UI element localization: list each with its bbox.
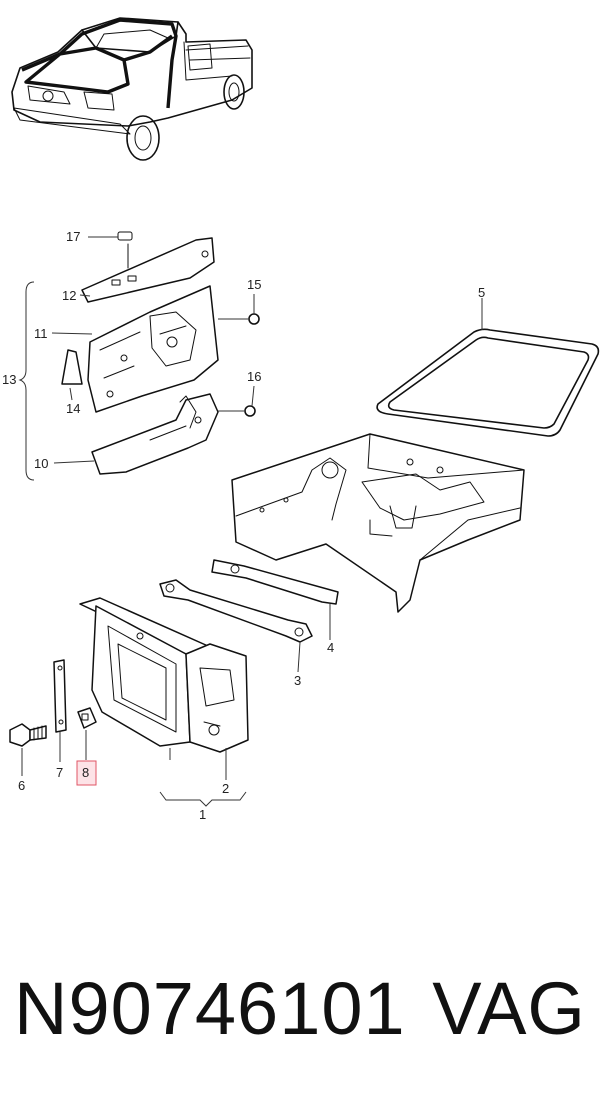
callout-labels: 17 12 11 13 14 10 15 16 5 4 3 2 1 6 7 8 [2, 229, 485, 822]
callout-10: 10 [34, 456, 48, 471]
front-body-floor [231, 433, 525, 613]
fastener-parts [9, 659, 97, 747]
part-number: N90746101 [14, 967, 406, 1050]
brand-label: VAG [432, 967, 586, 1050]
callout-8: 8 [82, 765, 89, 780]
exploded-parts-diagram: 17 12 11 13 14 10 15 16 5 4 3 2 1 6 7 8 [2, 17, 600, 822]
inner-wing-assembly [18, 231, 260, 481]
callout-14: 14 [66, 401, 80, 416]
callout-13: 13 [2, 372, 16, 387]
strut-parts [159, 559, 339, 643]
callout-17: 17 [66, 229, 80, 244]
callout-6: 6 [18, 778, 25, 793]
callout-1: 1 [199, 807, 206, 822]
callout-5: 5 [478, 285, 485, 300]
callout-7: 7 [56, 765, 63, 780]
callout-15: 15 [247, 277, 261, 292]
callout-4: 4 [327, 640, 334, 655]
callout-8-highlight [76, 760, 97, 786]
callout-3: 3 [294, 673, 301, 688]
callout-2: 2 [222, 781, 229, 796]
callout-12: 12 [62, 288, 76, 303]
vehicle-locator-illustration [11, 17, 253, 161]
callout-11: 11 [34, 326, 48, 341]
callout-16: 16 [247, 369, 261, 384]
lock-carrier-assembly [79, 597, 249, 753]
door-seal-part [376, 328, 600, 437]
leader-lines [21, 236, 483, 807]
